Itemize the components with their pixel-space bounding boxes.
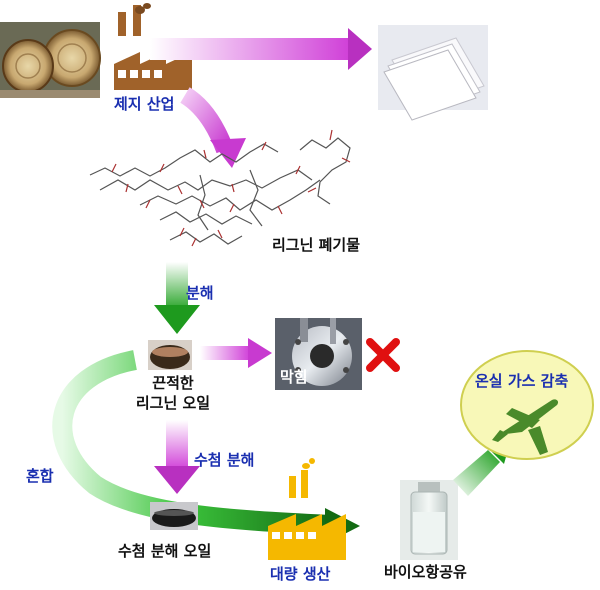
hydro-decompose-label: 수첨 분해 bbox=[194, 451, 255, 469]
sticky-oil-jar-photo bbox=[148, 340, 192, 370]
bio-jet-fuel-bottle-photo bbox=[400, 480, 458, 560]
arrow-decompose bbox=[154, 262, 200, 334]
arrow-to-lignin bbox=[180, 87, 246, 168]
ghg-reduction-ellipse bbox=[460, 350, 594, 460]
hydro-oil-label: 수첨 분해 오일 bbox=[118, 542, 212, 560]
sticky-oil-label-line2: 리그닌 오일 bbox=[135, 394, 211, 412]
factory-icon bbox=[114, 3, 192, 90]
mix-label: 혼합 bbox=[26, 467, 54, 485]
mass-production-label: 대량 생산 bbox=[270, 565, 331, 583]
x-mark-icon bbox=[366, 338, 400, 372]
clogged-equipment-photo bbox=[275, 318, 362, 390]
ghg-reduction-label: 온실 가스 감축 bbox=[475, 372, 569, 390]
bio-jet-fuel-label: 바이오항공유 bbox=[384, 563, 467, 581]
factory-icon bbox=[268, 458, 346, 560]
arrow-to-paper bbox=[150, 28, 372, 70]
sticky-oil-label: 끈적한 리그닌 오일 bbox=[128, 373, 218, 413]
hydro-oil-jar-photo bbox=[150, 502, 198, 530]
decompose-label: 분해 bbox=[186, 284, 214, 302]
lignin-waste-label: 리그닌 폐기물 bbox=[272, 236, 361, 254]
clogging-label: 막힘 bbox=[280, 368, 308, 386]
arrow-hydro-decompose bbox=[154, 420, 200, 494]
arrow-to-clogging bbox=[200, 338, 272, 368]
wood-logs-photo bbox=[0, 22, 101, 98]
sticky-oil-label-line1: 끈적한 bbox=[152, 374, 194, 392]
paper-industry-label: 제지 산업 bbox=[114, 95, 175, 113]
paper-stack-photo bbox=[378, 25, 488, 121]
lignin-structure-image bbox=[89, 129, 351, 247]
airplane-icon bbox=[492, 399, 559, 455]
